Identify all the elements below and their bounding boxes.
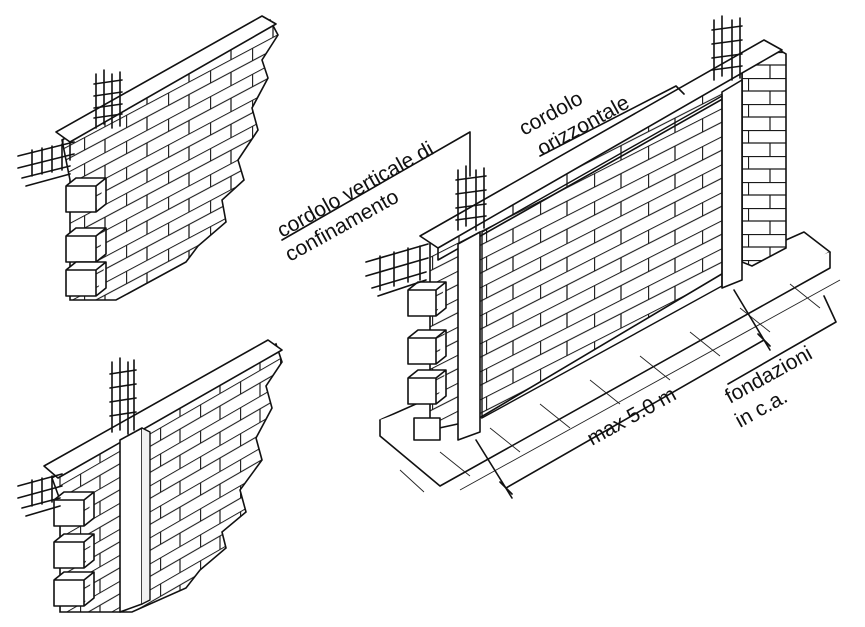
wall-top-left (17, 15, 279, 301)
wall-bottom-left-brick-ends (53, 491, 95, 607)
wall-top-left-body (61, 18, 279, 301)
wall-main-right-end (741, 47, 787, 267)
wall-bottom-left-top-beam (43, 339, 283, 479)
wall-bottom-left-body (51, 342, 283, 613)
wall-main-vertical-rebar-right (711, 15, 743, 81)
wall-top-left-vertical-rebar (93, 69, 123, 129)
leader-vertical-confinement (281, 131, 471, 241)
wall-bottom-left-vertical-column (119, 427, 143, 613)
foundation-hatching (399, 279, 841, 493)
wall-bottom-left (17, 339, 283, 613)
wall-main-vertical-rebar-left (455, 165, 487, 231)
leader-horizontal-beam (539, 85, 685, 157)
wall-main-panel-frame (481, 94, 723, 420)
wall-main-brick-ends (407, 281, 447, 441)
wall-top-left-horizontal-rebar (17, 141, 75, 187)
leader-foundation (727, 295, 837, 385)
vertical-column-left (457, 231, 481, 441)
dimension-line-max-length (475, 289, 771, 499)
wall-bottom-left-vertical-rebar (109, 357, 137, 435)
horizontal-tie-beam (419, 39, 783, 249)
vertical-column-right (721, 79, 743, 289)
wall-bottom-left-horizontal-rebar (17, 473, 63, 517)
wall-top-left-brick-ends (65, 177, 107, 297)
wall-main-horizontal-rebar (365, 243, 429, 297)
wall-top-left-top-beam (55, 15, 277, 143)
wall-main (281, 15, 841, 499)
